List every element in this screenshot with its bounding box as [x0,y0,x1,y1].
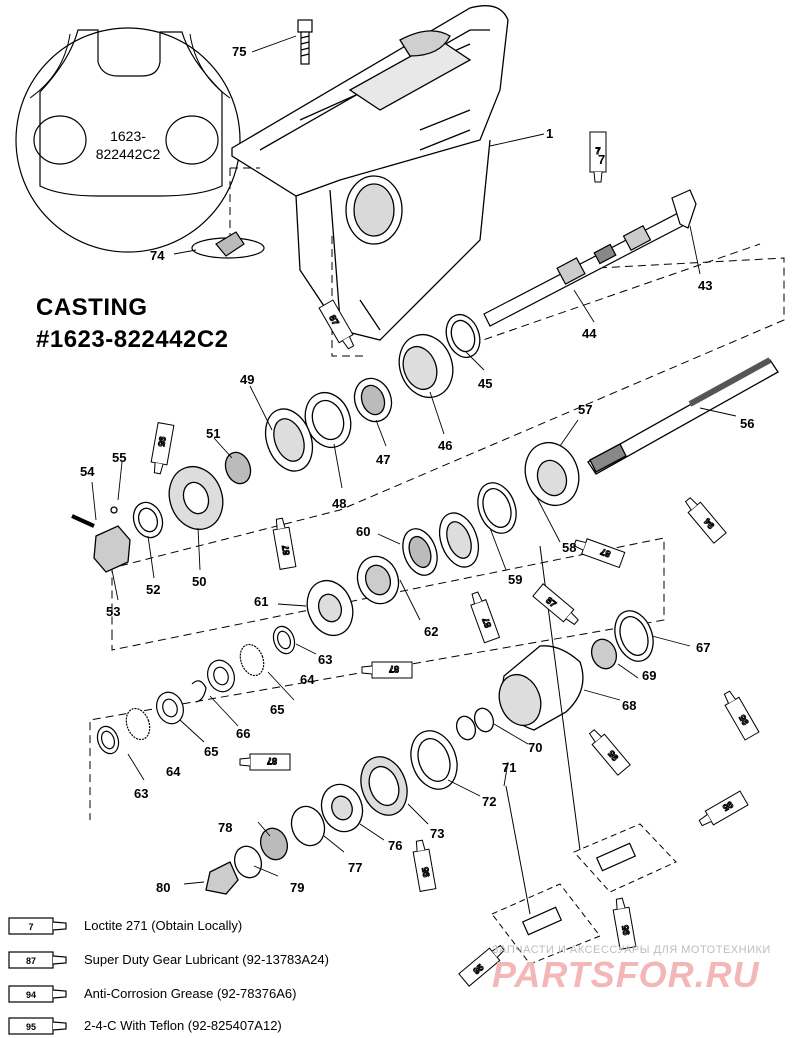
callout-63-lower: 63 [134,786,148,801]
callout-47: 47 [376,452,390,467]
stamp-line-1: 1623- [110,128,146,144]
callout-66: 66 [236,726,250,741]
callout-43: 43 [698,278,712,293]
callout-52: 52 [146,582,160,597]
callout-51: 51 [206,426,220,441]
casting-detail-circle: 1623- 822442C2 [15,27,241,253]
callout-45: 45 [478,376,492,391]
shims-and-washers [96,625,296,755]
callout-64-lower: 64 [166,764,181,779]
shift-shaft-assembly [483,189,697,327]
svg-text:7: 7 [595,146,600,156]
callout-73: 73 [430,826,444,841]
pinion-assembly [71,451,252,573]
legend-text: Loctite 271 (Obtain Locally) [84,918,243,933]
watermark-tagline: ЗАПЧАСТИ И АКСЕССУАРЫ ДЛЯ МОТОТЕХНИКИ [492,944,771,956]
callout-53: 53 [106,604,120,619]
callout-50: 50 [192,574,206,589]
callout-60: 60 [356,524,370,539]
callout-79: 79 [290,880,304,895]
callout-44: 44 [582,326,597,341]
callout-71: 71 [502,760,516,775]
callout-59: 59 [508,572,522,587]
callout-65-upper: 65 [270,702,284,717]
legend-text: Super Duty Gear Lubricant (92-13783A24) [84,952,329,967]
callout-56: 56 [740,416,754,431]
callout-69: 69 [642,668,656,683]
callout-70: 70 [528,740,542,755]
assembly-guide-lines [89,167,785,820]
callout-64-upper: 64 [300,672,315,687]
legend-code: 7 [28,922,33,932]
lubricant-tubes: 7 87 95 87 94 87 87 87 87 95 95 87 95 95… [150,131,760,987]
callout-62: 62 [424,624,438,639]
svg-text:87: 87 [280,544,292,556]
bolt-75 [297,19,313,65]
tube-icon: 87 [8,951,67,969]
svg-text:95: 95 [420,866,432,878]
legend-code: 87 [26,956,36,966]
callout-48: 48 [332,496,346,511]
legend-row-87: 87 Super Duty Gear Lubricant (92-13783A2… [8,948,428,972]
callout-76: 76 [388,838,402,853]
legend-row-7: 7 Loctite 271 (Obtain Locally) [8,914,428,938]
callout-78: 78 [218,820,232,835]
callout-57: 57 [578,402,592,417]
anode-74 [191,231,265,259]
callout-72: 72 [482,794,496,809]
bearing-carrier-68 [455,610,654,741]
callout-67: 67 [696,640,710,655]
callout-55: 55 [112,450,126,465]
svg-text:95: 95 [156,436,168,448]
callout-1: 1 [546,126,553,141]
tube-icon: 94 [8,985,67,1003]
shift-detail-boxes [491,545,677,965]
gear-housing [231,5,509,341]
callout-74: 74 [150,248,165,263]
part-callouts: 75 1 7 43 44 74 45 49 46 47 48 56 57 51 … [80,44,754,895]
svg-text:87: 87 [267,756,277,766]
callout-75: 75 [232,44,246,59]
svg-text:87: 87 [599,546,612,559]
leader-lines [91,35,737,885]
casting-title: CASTING [36,294,148,321]
callout-49: 49 [240,372,254,387]
callout-63-upper: 63 [318,652,332,667]
legend-row-94: 94 Anti-Corrosion Grease (92-78376A6) [8,982,428,1006]
legend-row-95: 95 2-4-C With Teflon (92-825407A12) [8,1014,428,1038]
callout-77: 77 [348,860,362,875]
legend-text: Anti-Corrosion Grease (92-78376A6) [84,986,297,1001]
callout-46: 46 [438,438,452,453]
propeller-shaft-56 [524,357,779,507]
middle-bearings [306,482,517,637]
legend-code: 94 [26,990,36,1000]
callout-68: 68 [622,698,636,713]
legend-code: 95 [26,1022,36,1032]
stamp-line-2: 822442C2 [96,146,161,162]
casting-number: #1623-822442C2 [36,326,229,353]
watermark-logo: PARTSFOR.RU [492,954,760,995]
tube-icon: 7 [8,917,67,935]
bearing-races [264,313,481,472]
legend-text: 2-4-C With Teflon (92-825407A12) [84,1018,282,1033]
callout-61: 61 [254,594,268,609]
callout-58: 58 [562,540,576,555]
svg-text:95: 95 [620,924,632,936]
callout-54: 54 [80,464,95,479]
callout-65-lower: 65 [204,744,218,759]
callout-7: 7 [598,152,605,167]
svg-text:87: 87 [389,664,399,674]
svg-text:87: 87 [480,616,493,629]
svg-text:95: 95 [721,799,735,813]
lower-parts [205,730,458,895]
tube-icon: 95 [8,1017,67,1035]
callout-80: 80 [156,880,170,895]
